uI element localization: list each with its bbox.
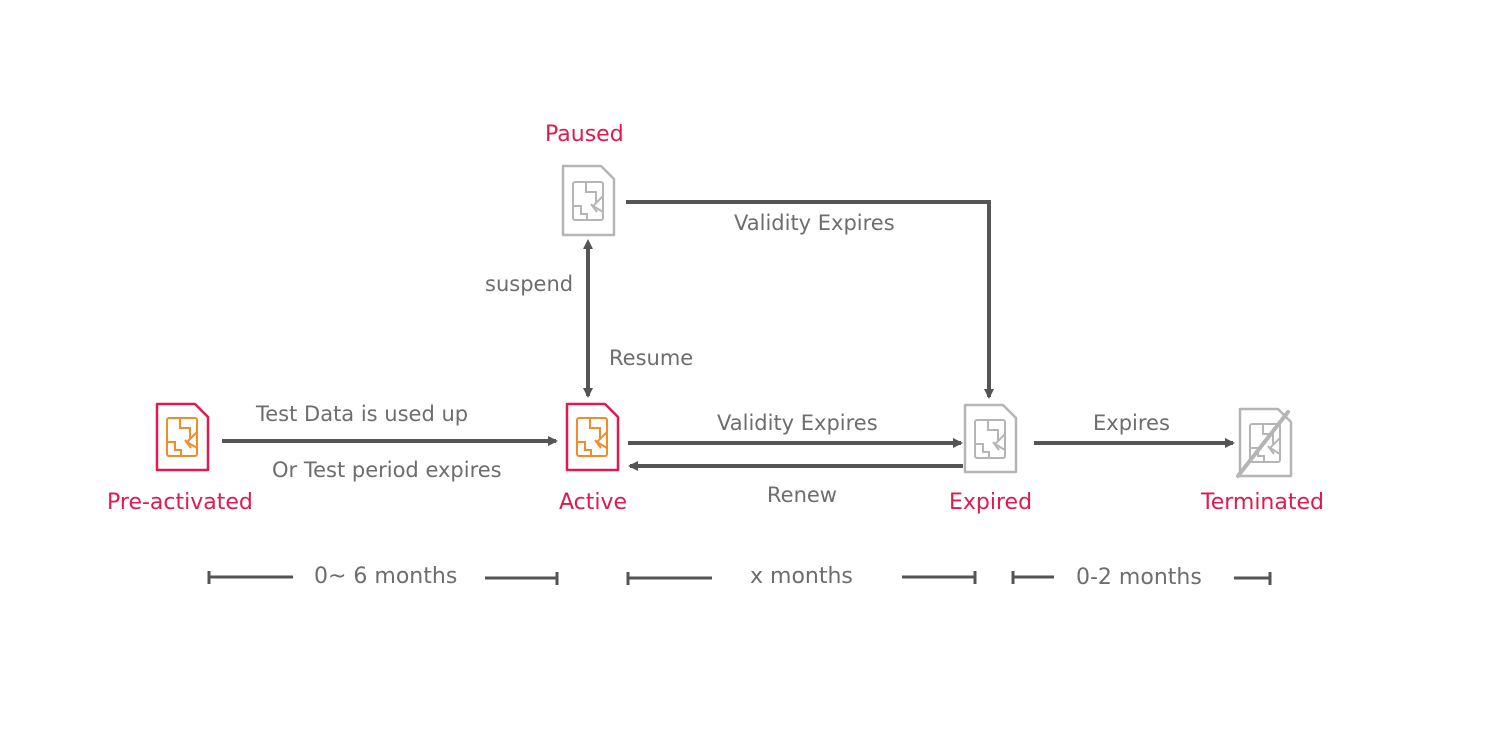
state-label-active: Active [559, 490, 628, 515]
edge-label-test-period-expires: Or Test period expires [272, 458, 502, 482]
timeline-bars [207, 571, 1272, 585]
edge-label-resume: Resume [609, 346, 694, 370]
edge-label-renew: Renew [767, 483, 837, 507]
edge-label-suspend: suspend [485, 272, 574, 296]
state-label-pre-activated: Pre-activated [107, 490, 253, 515]
state-label-terminated: Terminated [1201, 490, 1324, 515]
edge-label-active-validity-expires: Validity Expires [717, 411, 878, 435]
state-label-paused: Paused [545, 122, 624, 147]
period-label-0-2-months: 0-2 months [1076, 565, 1202, 590]
state-label-expired: Expired [949, 490, 1033, 515]
period-label-x-months: x months [750, 564, 853, 589]
edge-label-test-data-used: Test Data is used up [256, 402, 469, 426]
sim-card-crossed-icon-terminated [1236, 407, 1293, 478]
sim-card-icon-paused [561, 164, 616, 237]
edge-label-expires: Expires [1093, 411, 1170, 435]
period-label-0-6-months: 0~ 6 months [314, 564, 458, 589]
arrow-paused-to-expired [626, 200, 994, 399]
edge-label-paused-validity-expires: Validity Expires [734, 211, 895, 235]
sim-card-icon-pre-activated [155, 402, 210, 472]
sim-card-icon-active [565, 402, 620, 472]
sim-card-icon-expired [963, 403, 1018, 474]
